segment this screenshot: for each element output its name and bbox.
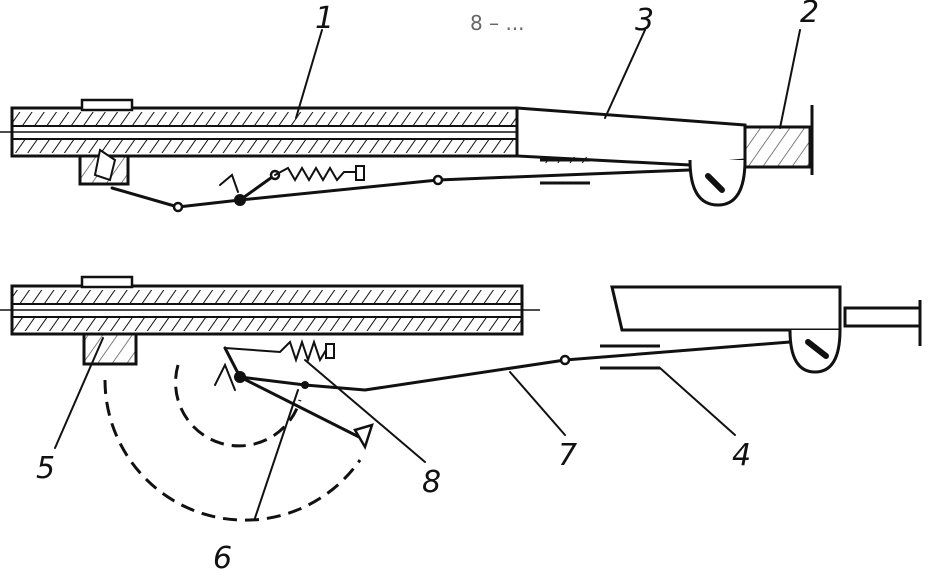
- bottom-bar: [0, 284, 540, 336]
- part-7-linkage: [238, 340, 792, 392]
- label-6: 6: [213, 541, 232, 573]
- header-fragment: 8 – ...: [470, 11, 525, 35]
- bottom-assembly: [0, 275, 922, 522]
- label-2: 2: [800, 0, 819, 30]
- bottom-wedge: [610, 285, 842, 332]
- outer-swing-arc: [103, 379, 362, 522]
- top-spring: [274, 166, 357, 182]
- top-assembly: [0, 98, 814, 213]
- label-7: 7: [558, 438, 577, 473]
- part-8-spring: [224, 338, 327, 364]
- leader-lines: [54, 29, 801, 519]
- bottom-rod: [843, 306, 922, 328]
- part-2-rod: [743, 125, 812, 169]
- label-1: 1: [315, 1, 334, 36]
- label-5: 5: [36, 451, 55, 486]
- bottom-clamp: [80, 275, 134, 289]
- label-8: 8: [422, 465, 441, 500]
- part-3-wedge: [515, 106, 747, 167]
- part-5-support-block: [82, 332, 138, 366]
- label-4: 4: [732, 438, 751, 473]
- part-1-bar: [0, 106, 540, 158]
- inner-swing-arc: [174, 364, 302, 448]
- label-3: 3: [635, 3, 654, 38]
- top-linkage-rod: [110, 168, 692, 209]
- part-6-lever: [238, 375, 367, 442]
- top-clamp: [80, 98, 134, 112]
